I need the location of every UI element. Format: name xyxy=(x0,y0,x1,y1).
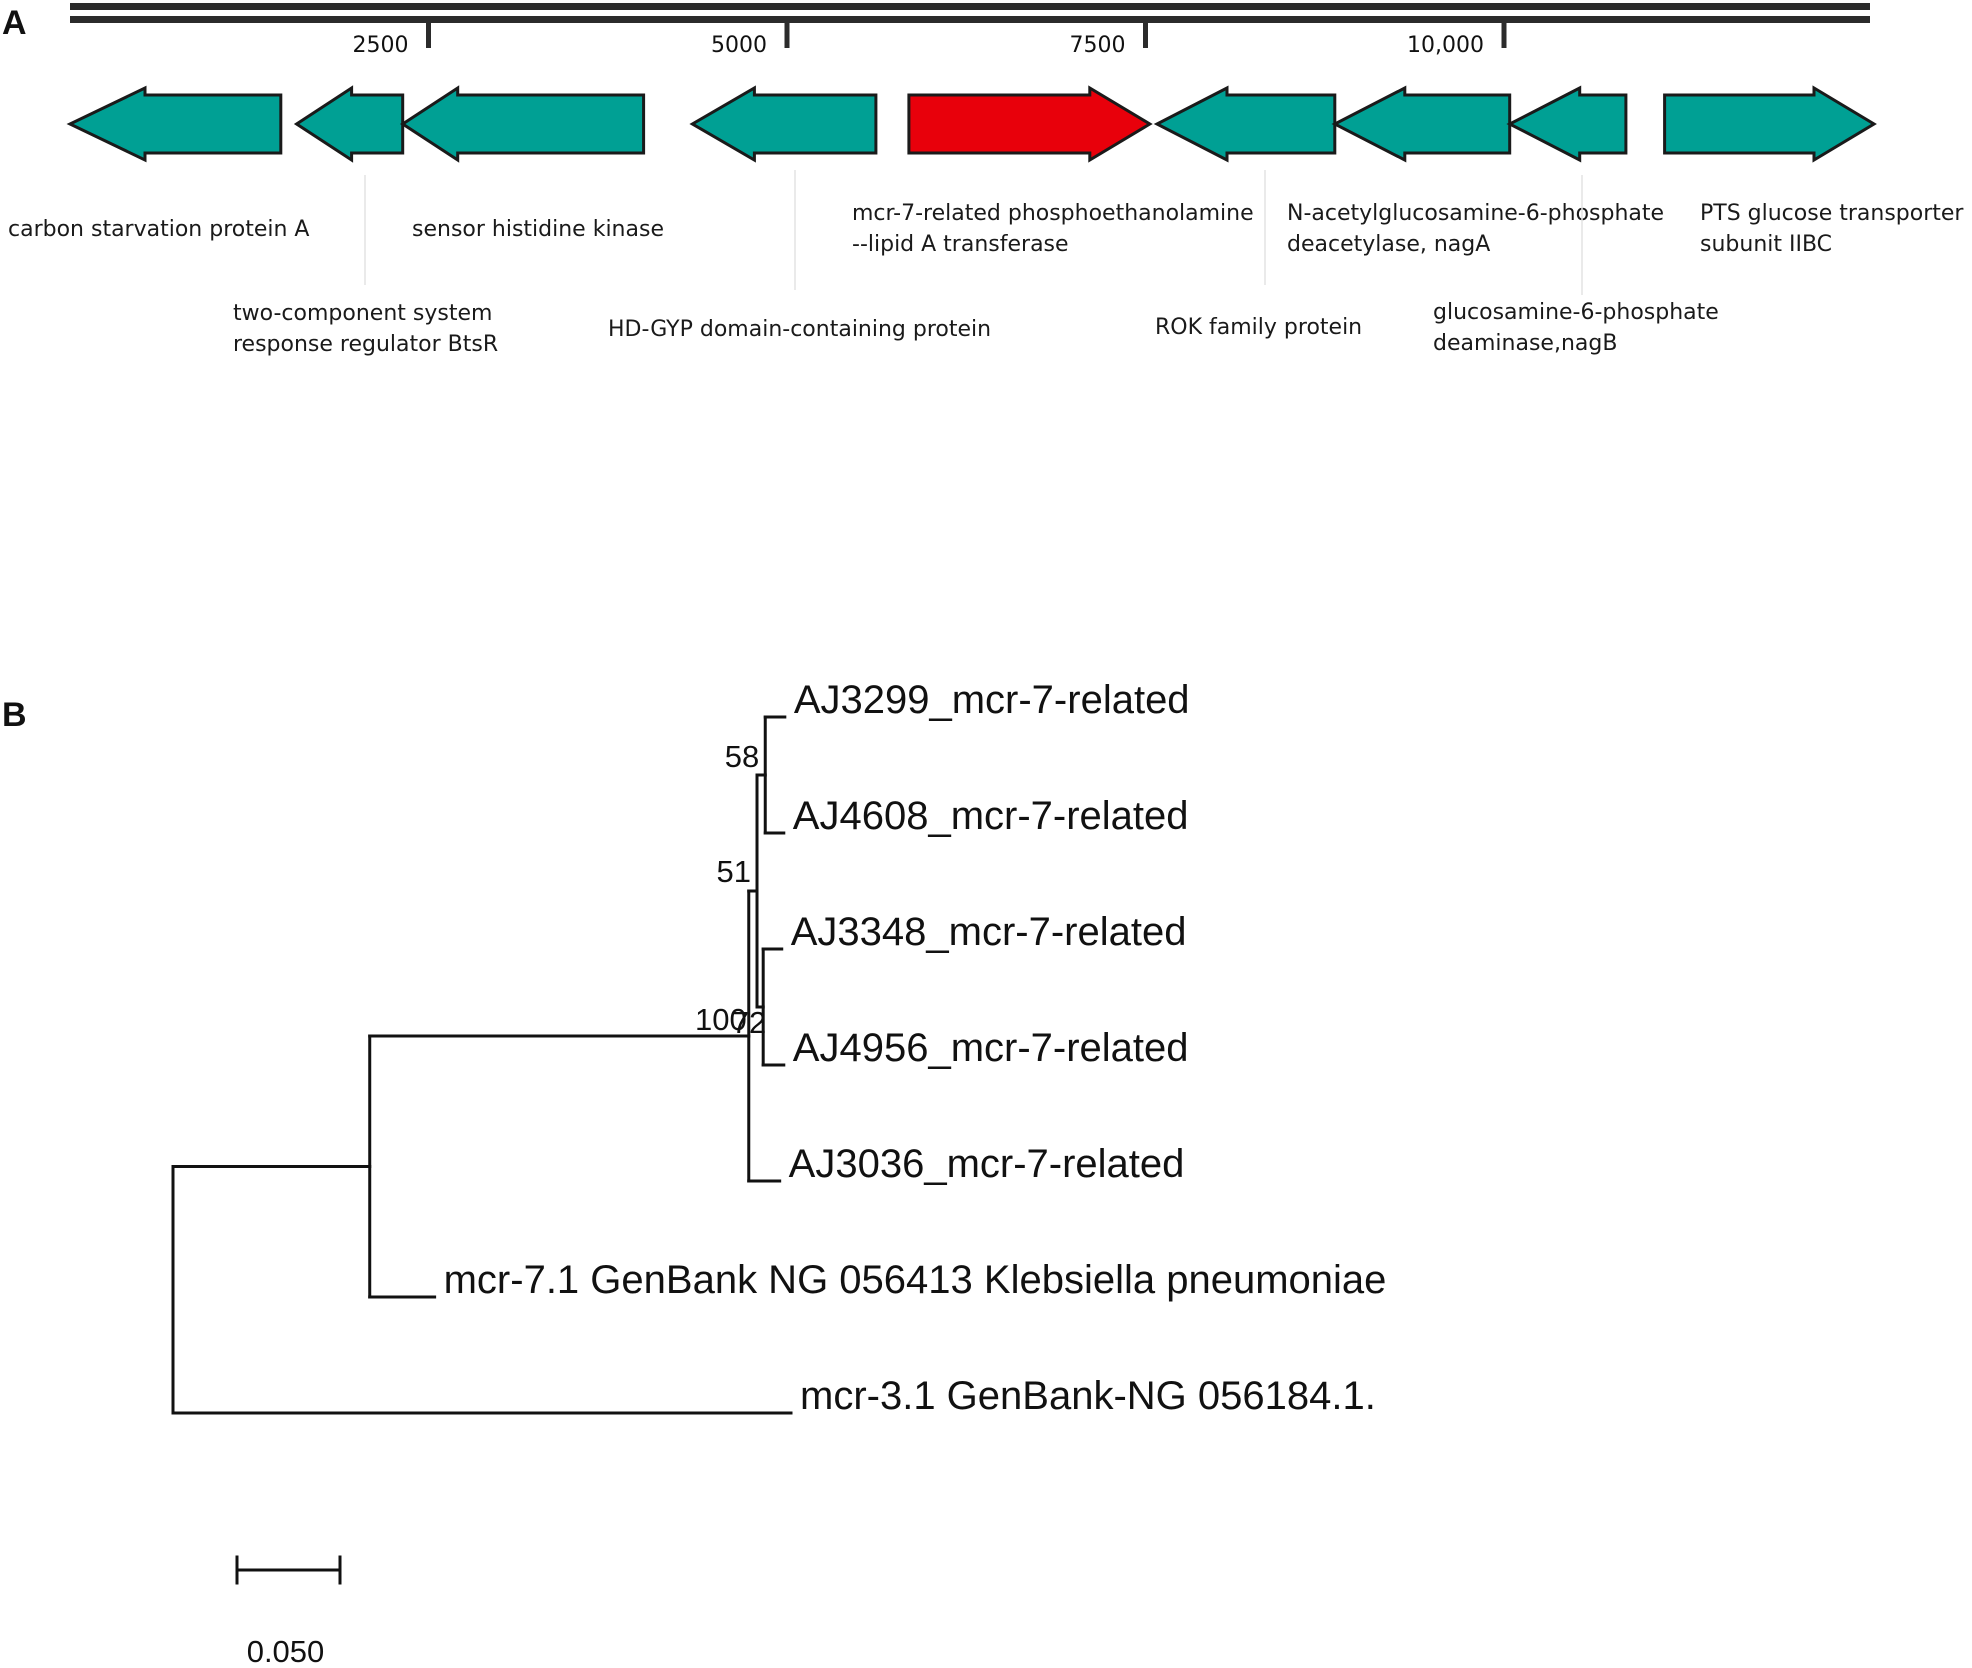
gene-label-g6: ROK family protein xyxy=(1155,315,1362,340)
ruler-line-top xyxy=(70,3,1870,10)
scale-bar: 0.050 xyxy=(235,1555,342,1668)
gene-label-g2: two-component system xyxy=(233,301,492,326)
ruler-tick xyxy=(1501,23,1507,48)
panel-label-b: B xyxy=(2,696,27,734)
gene-arrow-g9 xyxy=(1663,85,1877,163)
tree-tip-label: AJ4956_mcr-7-related xyxy=(793,1026,1189,1070)
ruler-tick-label: 2500 xyxy=(353,33,409,58)
tree-tip-label: AJ3036_mcr-7-related xyxy=(789,1142,1185,1186)
tree-bootstrap-label: 58 xyxy=(725,739,759,774)
tree-tip-label: mcr-3.1 GenBank-NG 056184.1. xyxy=(800,1374,1376,1418)
ruler-tick xyxy=(1143,23,1148,48)
ruler-tick xyxy=(426,23,431,48)
panel-a-gene-map: A 2500 5000 7500 10,000 carbon starvation p… xyxy=(2,3,1964,357)
tree-tip-label: AJ3348_mcr-7-related xyxy=(791,910,1187,954)
gene-arrow-g7 xyxy=(1331,85,1512,163)
gene-label-g7: N-acetylglucosamine-6-phosphate xyxy=(1287,201,1664,226)
tree-bootstrap-labels: 58 72 51 100 xyxy=(695,739,766,1040)
gene-arrows xyxy=(66,85,1877,163)
gene-arrow-g2 xyxy=(293,85,405,163)
tree-tip-label: AJ4608_mcr-7-related xyxy=(793,794,1189,838)
gene-label-g1: carbon starvation protein A xyxy=(8,217,309,242)
gene-arrow-g1 xyxy=(66,85,283,163)
tree-bootstrap-label: 51 xyxy=(717,854,751,889)
gene-label-g2: response regulator BtsR xyxy=(233,332,498,357)
tree-bootstrap-label: 72 xyxy=(732,1005,766,1040)
gene-label-g5: --lipid A transferase xyxy=(852,232,1069,257)
gene-label-g8: glucosamine-6-phosphate xyxy=(1433,300,1719,325)
gene-label-g9: subunit IIBC xyxy=(1700,232,1832,257)
gene-label-g4: HD-GYP domain-containing protein xyxy=(608,317,991,342)
panel-b-phylogenetic-tree: B AJ3299_mcr-7-relatedAJ4608_mcr-7-relat… xyxy=(2,678,1386,1668)
gene-arrow-g3 xyxy=(399,85,646,163)
tree-tip-labels: AJ3299_mcr-7-relatedAJ4608_mcr-7-related… xyxy=(444,678,1387,1418)
tree-tip-label: AJ3299_mcr-7-related xyxy=(794,678,1190,722)
gene-label-g5: mcr-7-related phosphoethanolamine xyxy=(852,201,1254,226)
panel-label-a: A xyxy=(2,4,27,42)
ruler-tick-label: 5000 xyxy=(711,33,767,58)
gene-arrow-g5 xyxy=(907,85,1153,163)
gene-label-g3: sensor histidine kinase xyxy=(412,217,664,242)
sequence-ruler: 2500 5000 7500 10,000 xyxy=(70,3,1870,58)
tree-branches xyxy=(171,715,793,1415)
ruler-ticks: 2500 5000 7500 10,000 xyxy=(353,23,1507,58)
ruler-tick-label: 7500 xyxy=(1070,33,1126,58)
tree-bootstrap-label: 100 xyxy=(695,1002,747,1037)
tree-tip-label: mcr-7.1 GenBank NG 056413 Klebsiella pne… xyxy=(444,1258,1387,1302)
gene-arrow-g8 xyxy=(1506,85,1628,163)
gene-label-g9: PTS glucose transporter xyxy=(1700,201,1964,226)
ruler-tick xyxy=(784,23,790,48)
gene-label-g7: deacetylase, nagA xyxy=(1287,232,1490,257)
gene-arrow-g6 xyxy=(1153,85,1337,163)
gene-label-g8: deaminase,nagB xyxy=(1433,331,1617,356)
gene-arrow-g4 xyxy=(689,85,878,163)
gene-labels: carbon starvation protein A two-component… xyxy=(8,170,1964,357)
scale-bar-label: 0.050 xyxy=(247,1634,325,1668)
ruler-line-bottom xyxy=(70,16,1870,23)
ruler-tick-label: 10,000 xyxy=(1407,33,1484,58)
